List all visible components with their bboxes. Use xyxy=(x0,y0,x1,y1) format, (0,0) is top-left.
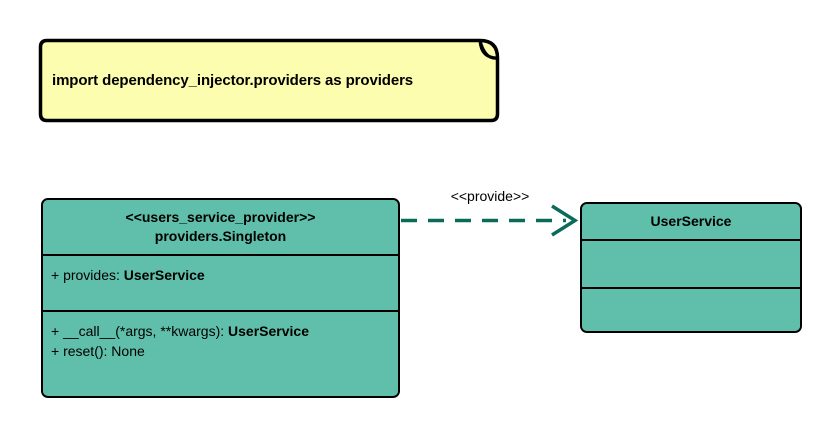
attribute-row: + provides: UserService xyxy=(51,265,390,285)
class-box-users-service-provider[interactable]: <<users_service_provider>> providers.Sin… xyxy=(41,198,400,398)
class-stereotype: <<users_service_provider>> xyxy=(125,209,316,225)
attribute-label: + provides: xyxy=(51,267,124,283)
operation-signature: + __call__(*args, **kwargs): xyxy=(51,323,229,339)
note-import-statement[interactable]: import dependency_injector.providers as … xyxy=(38,38,500,123)
class-title-compartment: <<users_service_provider>> providers.Sin… xyxy=(43,200,398,254)
class-title-compartment: UserService xyxy=(582,204,800,239)
note-text: import dependency_injector.providers as … xyxy=(52,72,414,89)
class-name: UserService xyxy=(650,213,732,229)
operation-return-type: UserService xyxy=(228,323,309,339)
class-attributes-compartment: + provides: UserService xyxy=(43,254,398,310)
class-box-user-service[interactable]: UserService xyxy=(580,202,802,333)
class-attributes-compartment xyxy=(582,239,800,287)
note-shape xyxy=(38,38,500,123)
attribute-type: UserService xyxy=(123,267,205,283)
class-operations-compartment xyxy=(582,287,800,331)
arrowhead-open xyxy=(551,204,579,237)
operation-row: + __call__(*args, **kwargs): UserService xyxy=(51,321,390,341)
class-operations-compartment: + __call__(*args, **kwargs): UserService… xyxy=(43,310,398,395)
class-name: providers.Singleton xyxy=(154,228,287,244)
relationship-label: <<provide>> xyxy=(450,188,530,204)
operation-row: + reset(): None xyxy=(51,341,390,361)
operation-signature: + reset(): None xyxy=(51,343,145,359)
